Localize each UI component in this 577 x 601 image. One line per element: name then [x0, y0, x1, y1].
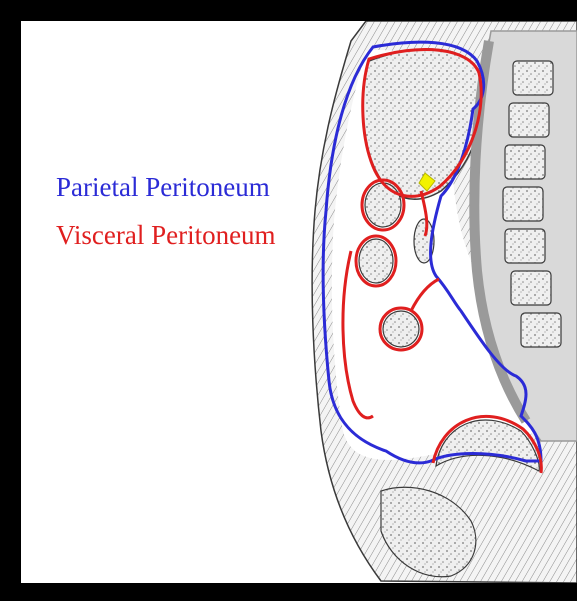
- sagittal-section-illustration: [21, 21, 577, 583]
- legend-parietal-peritoneum: Parietal Peritoneum: [56, 171, 270, 203]
- legend-visceral-peritoneum: Visceral Peritoneum: [56, 219, 276, 251]
- diagram-canvas: Parietal Peritoneum Visceral Peritoneum: [21, 21, 577, 583]
